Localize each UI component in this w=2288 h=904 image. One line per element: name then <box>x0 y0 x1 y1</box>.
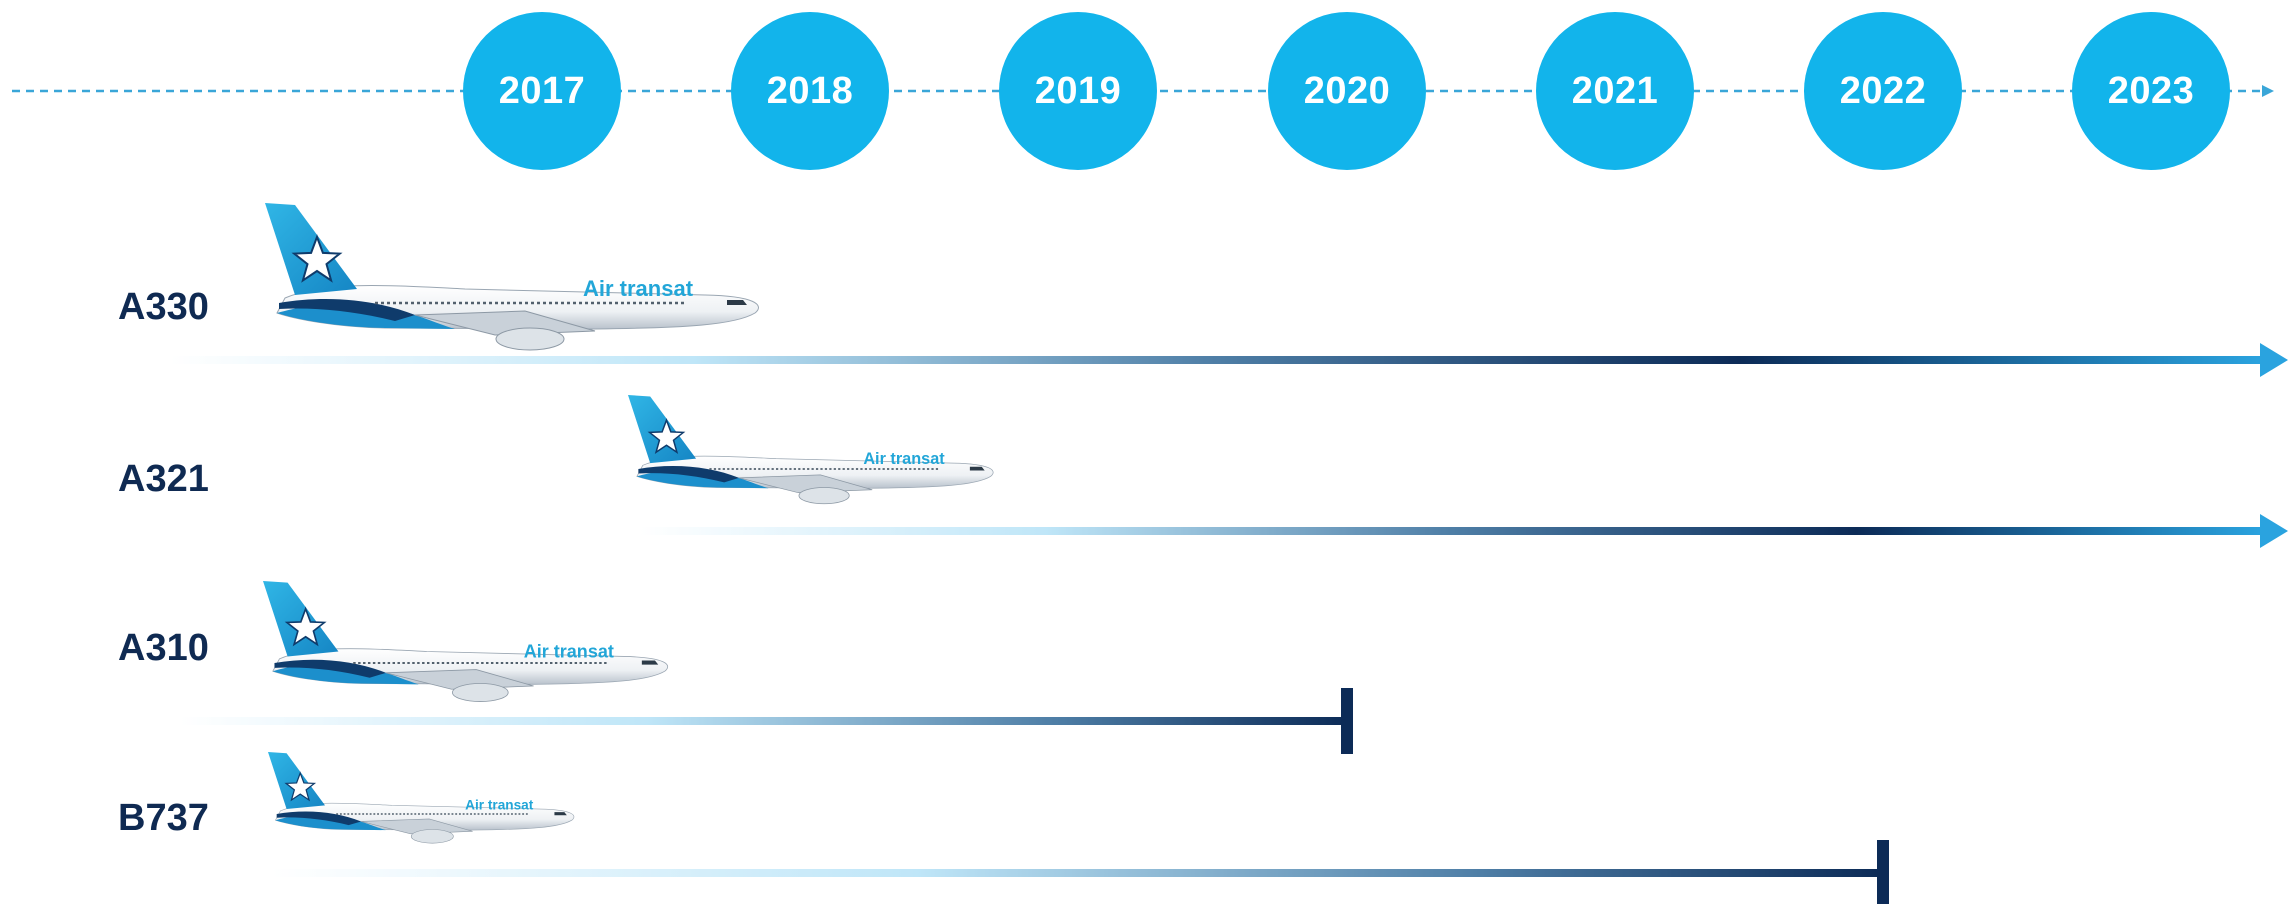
year-circle-2020: 2020 <box>1268 12 1426 170</box>
star-logo-icon <box>647 418 686 455</box>
aircraft-label-a310: A310 <box>118 627 209 669</box>
aircraft-image-3: Air transat <box>268 752 575 844</box>
service-bar-endcap-a310 <box>1341 688 1353 754</box>
year-circle-2022: 2022 <box>1804 12 1962 170</box>
livery-text-3: Air transat <box>465 798 534 813</box>
aircraft-image-1: Air transat <box>628 395 994 505</box>
service-bar-a330 <box>170 356 2262 364</box>
star-logo-icon <box>291 234 343 283</box>
aircraft-label-b737: B737 <box>118 797 209 839</box>
service-bar-endcap-b737 <box>1877 840 1889 904</box>
livery-text-1: Air transat <box>863 450 945 468</box>
star-logo-icon <box>284 606 327 647</box>
livery-text-0: Air transat <box>583 276 694 301</box>
service-bar-a321 <box>640 527 2262 535</box>
aircraft-image-0: Air transat <box>265 203 759 351</box>
year-circle-2018: 2018 <box>731 12 889 170</box>
aircraft-label-a330: A330 <box>118 286 209 328</box>
livery-text-2: Air transat <box>524 641 614 661</box>
star-logo-icon <box>284 771 317 802</box>
aircraft-image-2: Air transat <box>263 581 669 702</box>
year-circle-2019: 2019 <box>999 12 1157 170</box>
service-bar-a310 <box>180 717 1347 725</box>
service-bar-arrowhead-a330 <box>2260 343 2288 377</box>
year-circle-2021: 2021 <box>1536 12 1694 170</box>
service-bar-b737 <box>272 869 1883 877</box>
aircraft-label-a321: A321 <box>118 458 209 500</box>
service-bar-arrowhead-a321 <box>2260 514 2288 548</box>
year-circle-2023: 2023 <box>2072 12 2230 170</box>
year-circle-2017: 2017 <box>463 12 621 170</box>
time-axis-arrowhead <box>2262 85 2274 97</box>
